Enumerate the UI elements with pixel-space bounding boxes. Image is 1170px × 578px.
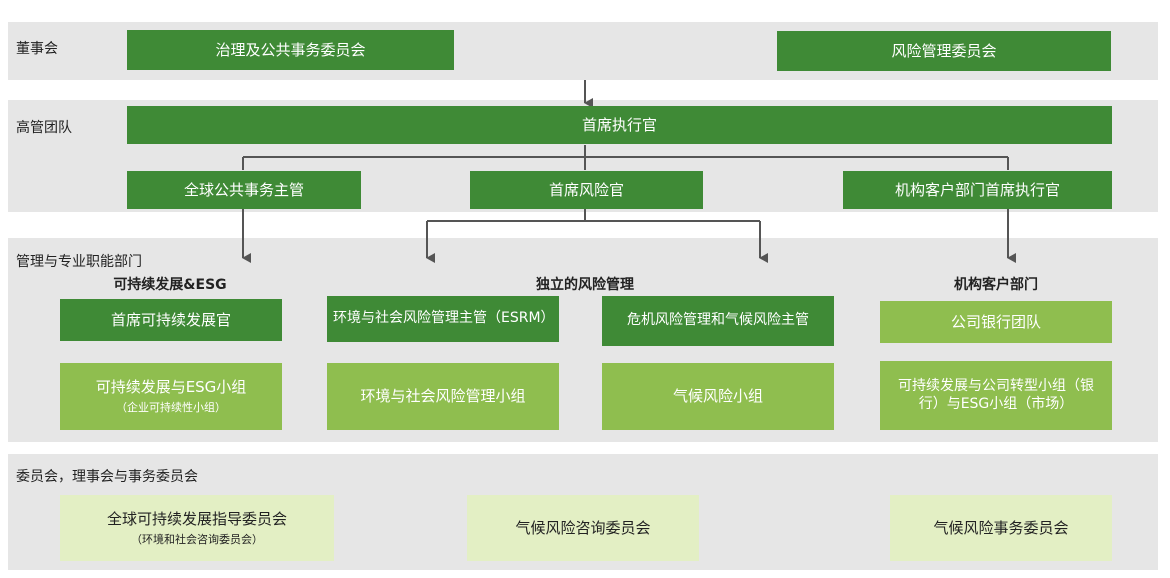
steering-committee-sublabel: （环境和社会咨询委员会） bbox=[131, 532, 263, 546]
sustainability-group-title: 可持续发展&ESG bbox=[113, 277, 227, 293]
climate-risk-team-box: 气候风险小组 bbox=[602, 363, 834, 430]
steering-committee-label: 全球可持续发展指导委员会 bbox=[106, 509, 287, 528]
corporate-banking-team-box: 公司银行团队 bbox=[880, 301, 1112, 343]
climate-risk-advisory-committee-box: 气候风险咨询委员会 bbox=[467, 495, 699, 561]
sustainability-transformation-esg-team-box: 可持续发展与公司转型小组（银行）与ESG小组（市场） bbox=[880, 361, 1112, 430]
crisis-climate-risk-head-box: 危机风险管理和气候风险主管 bbox=[602, 296, 834, 346]
sustainability-esg-team-label: 可持续发展与ESG小组 bbox=[95, 378, 247, 397]
cro-box: 首席风险官 bbox=[470, 171, 703, 209]
sustainability-steering-committee-box: 全球可持续发展指导委员会 （环境和社会咨询委员会） bbox=[60, 495, 334, 561]
functions-band-label: 管理与专业职能部门 bbox=[16, 254, 142, 270]
risk-committee-box: 风险管理委员会 bbox=[777, 31, 1111, 71]
institutional-group-title: 机构客户部门 bbox=[954, 277, 1038, 293]
public-affairs-head-box: 全球公共事务主管 bbox=[127, 171, 361, 209]
governance-committee-box: 治理及公共事务委员会 bbox=[127, 30, 454, 70]
ceo-box: 首席执行官 bbox=[127, 106, 1112, 144]
board-band-label: 董事会 bbox=[16, 41, 58, 57]
climate-risk-affairs-committee-box: 气候风险事务委员会 bbox=[890, 495, 1112, 561]
sustainability-esg-team-box: 可持续发展与ESG小组 （企业可持续性小组） bbox=[60, 363, 282, 430]
senior-band-label: 高管团队 bbox=[16, 120, 72, 136]
sustainability-esg-team-sublabel: （企业可持续性小组） bbox=[116, 401, 226, 414]
institutional-ceo-box: 机构客户部门首席执行官 bbox=[843, 171, 1112, 209]
chief-sustainability-officer-box: 首席可持续发展官 bbox=[60, 299, 282, 341]
esrm-head-box: 环境与社会风险管理主管（ESRM） bbox=[327, 296, 559, 342]
committees-band-label: 委员会，理事会与事务委员会 bbox=[16, 469, 198, 485]
risk-group-title: 独立的风险管理 bbox=[536, 277, 634, 293]
esrm-team-box: 环境与社会风险管理小组 bbox=[327, 363, 559, 430]
